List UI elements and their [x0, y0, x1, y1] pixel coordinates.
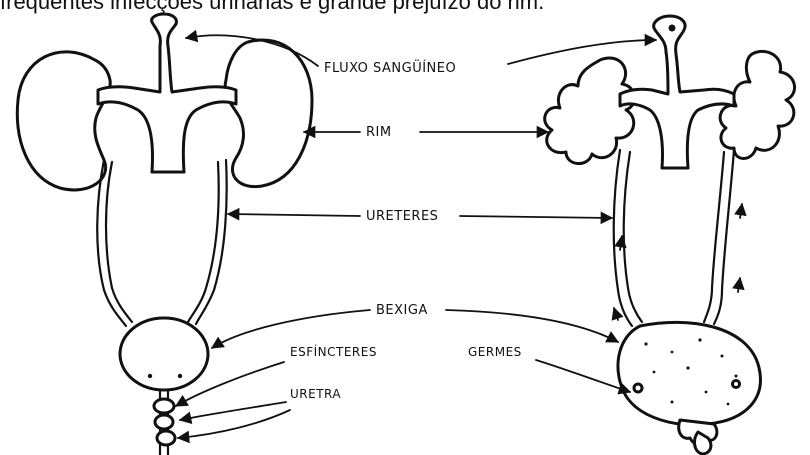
sphincter-middle — [155, 415, 173, 429]
germ — [705, 391, 708, 394]
arrow-bladder-right — [446, 310, 618, 342]
aorta-opening-damaged — [669, 25, 676, 32]
germ — [727, 403, 730, 406]
germ — [686, 366, 689, 369]
right-kidney-healthy — [225, 40, 312, 187]
sphincter-lower — [157, 431, 175, 445]
arrow-blood-flow-right — [508, 40, 656, 64]
label-sphincters: ESFÍNCTERES — [290, 344, 377, 359]
left-ureter-inner-damaged — [624, 152, 642, 322]
sphincter-upper — [154, 399, 174, 413]
germ-cluster — [733, 381, 740, 388]
left-ureter-inner-healthy — [106, 162, 132, 322]
label-kidney: RIM — [366, 125, 392, 140]
right-ureter-inner-healthy — [188, 162, 219, 322]
bladder-damaged — [618, 322, 760, 424]
germ — [671, 351, 674, 354]
caption-fragment: frequentes infecções urinárias e grande … — [0, 0, 544, 14]
infected-urinary-system — [545, 16, 795, 454]
arrow-ureters-right — [460, 216, 612, 218]
arrow-urethra-2 — [178, 410, 290, 438]
label-ureters: URETERES — [366, 209, 438, 224]
healthy-urinary-system — [17, 14, 312, 455]
label-bladder: BEXIGA — [376, 303, 428, 318]
reflux-arrow-1 — [620, 236, 622, 250]
aorta-healthy — [98, 14, 236, 172]
arrow-germs — [536, 360, 630, 392]
label-blood-flow: FLUXO SANGÜÍNEO — [324, 59, 456, 76]
germ — [653, 371, 656, 374]
germ-cluster — [634, 384, 642, 392]
left-kidney-damaged — [545, 58, 635, 164]
left-kidney-healthy — [17, 52, 110, 190]
arrow-bladder-left — [212, 310, 370, 348]
reflux-arrow-2 — [614, 308, 618, 320]
reflux-arrow-3 — [740, 204, 742, 218]
germ — [671, 401, 674, 404]
germ — [735, 375, 738, 378]
label-urethra: URETRA — [290, 387, 341, 401]
germ — [644, 342, 647, 345]
aorta-damaged — [620, 16, 734, 168]
germ — [698, 338, 701, 341]
reflux-arrow-4 — [738, 278, 740, 292]
bladder-opening-left — [148, 374, 152, 378]
left-ureter-outer-healthy — [97, 160, 126, 326]
bladder-healthy — [120, 318, 208, 390]
arrow-ureters-left — [228, 214, 360, 216]
label-germs: GERMES — [468, 345, 522, 359]
bladder-opening-right — [178, 374, 182, 378]
germ — [721, 355, 724, 358]
arrow-urethra-1 — [180, 402, 286, 420]
